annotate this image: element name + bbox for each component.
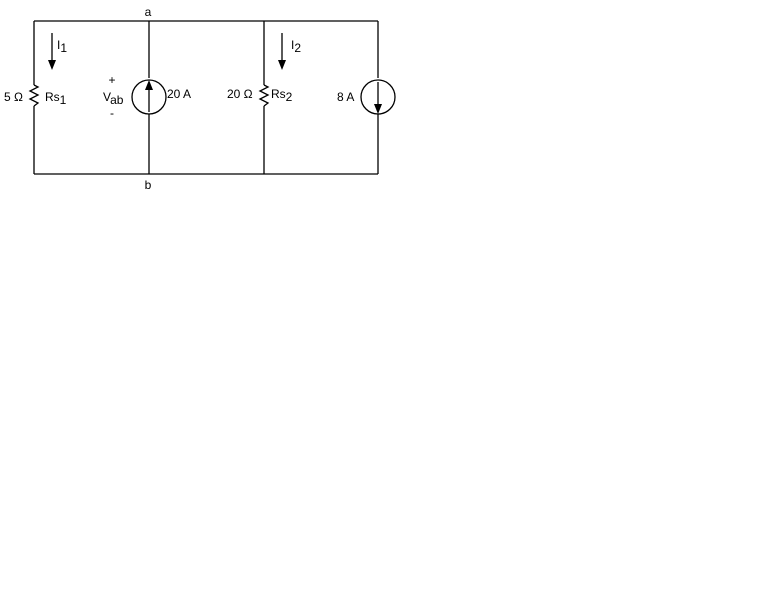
node-label-a: a: [145, 5, 152, 19]
current-arrow-i2: [278, 33, 286, 70]
rs1-label: Rs1: [45, 90, 67, 107]
arrow-down-icon: [374, 104, 382, 114]
branch-rs2: [258, 21, 270, 174]
branch-source-8a: [360, 21, 396, 174]
source-20a-value: 20 A: [167, 87, 191, 101]
node-label-b: b: [145, 178, 152, 192]
current-label-i1: I1: [57, 38, 67, 55]
vab-label: Vab: [103, 90, 124, 107]
rs2-value: 20 Ω: [227, 87, 253, 101]
resistor-rs2: [258, 84, 270, 107]
resistor-rs1: [28, 84, 40, 107]
rs1-value: 5 Ω: [4, 90, 23, 104]
arrow-up-icon: [145, 80, 153, 90]
vab-plus: +: [108, 73, 115, 87]
current-arrow-i1: [48, 33, 56, 70]
arrow-down-icon: [278, 60, 286, 70]
branch-rs1: [28, 21, 40, 174]
rs2-label: Rs2: [271, 87, 293, 104]
current-label-i2: I2: [291, 38, 301, 55]
arrow-down-icon: [48, 60, 56, 70]
branch-source-20a: [131, 21, 167, 174]
source-8a-value: 8 A: [337, 90, 354, 104]
vab-minus: -: [110, 106, 114, 120]
